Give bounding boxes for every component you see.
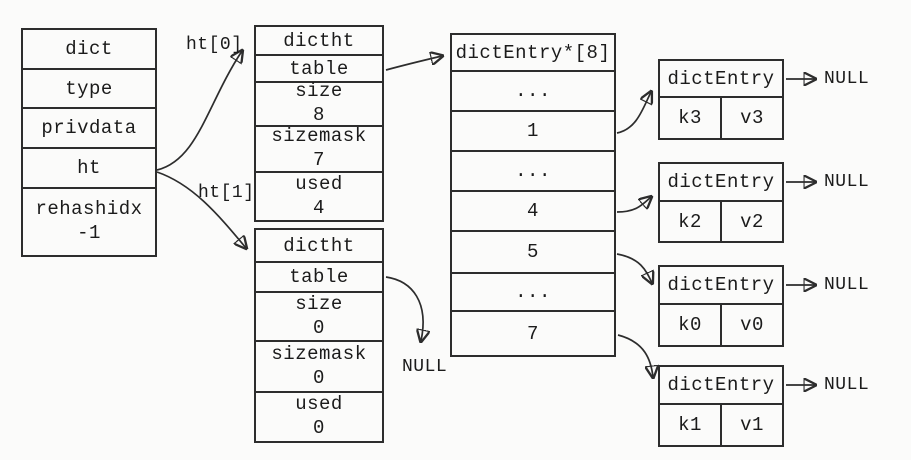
size-label: size: [295, 292, 343, 315]
dictht0-box: dictht table size 8 sizemask 7 used 4: [254, 25, 384, 222]
dictht1-size-field: size 0: [256, 293, 382, 342]
null-label-entry3: NULL: [824, 375, 870, 395]
dictht1-table-field: table: [256, 263, 382, 293]
dict-field-ht: ht: [23, 149, 155, 189]
dictht0-sizemask-field: sizemask 7: [256, 125, 382, 173]
key-cell: k3: [660, 98, 722, 138]
dictentry-title: dictEntry: [660, 164, 782, 202]
ht1-pointer-label: ht[1]: [198, 183, 255, 203]
bucket-slot-5: 5: [452, 232, 614, 274]
dict-struct-box: dict type privdata ht rehashidx -1: [21, 28, 157, 257]
dictentry-box-k1: dictEntry k1 v1: [658, 365, 784, 447]
bucket-slot-7: 7: [527, 322, 539, 345]
dictentry-box-k2: dictEntry k2 v2: [658, 162, 784, 243]
sizemask-value: 7: [313, 149, 325, 171]
arrow-slot4-to-entry1: [616, 197, 651, 213]
arrow-table0-to-array: [385, 56, 442, 71]
sizemask-value: 0: [313, 366, 325, 389]
dictentry-title: dictEntry: [660, 367, 782, 405]
value-cell: v2: [740, 210, 764, 233]
bucket-slot-ellipsis: ...: [452, 152, 614, 192]
used-label: used: [295, 393, 343, 416]
arrow-slot1-to-entry0: [616, 92, 651, 134]
dictht1-sizemask-field: sizemask 0: [256, 342, 382, 393]
dictht0-size-field: size 8: [256, 80, 382, 127]
arrow-table1-to-null: [385, 276, 423, 341]
bucket-slot-ellipsis: ...: [452, 72, 614, 112]
rehashidx-value: -1: [77, 222, 101, 244]
value-cell: v0: [740, 314, 764, 336]
dictentry-kv-row: k2 v2: [660, 202, 782, 241]
size-label: size: [295, 80, 343, 103]
arrow-ht0: [156, 51, 242, 171]
null-label-entry1: NULL: [824, 172, 870, 192]
null-label-table1: NULL: [402, 357, 448, 377]
null-label-entry2: NULL: [824, 275, 870, 295]
sizemask-label: sizemask: [271, 342, 367, 365]
dictht0-table-field: table: [256, 56, 382, 83]
rehashidx-label: rehashidx: [35, 198, 143, 221]
size-value: 0: [313, 316, 325, 339]
dictentry-kv-row: k0 v0: [660, 305, 782, 345]
dictentry-title: dictEntry: [660, 267, 782, 305]
dictentry-kv-row: k1 v1: [660, 405, 782, 445]
dict-field-rehashidx: rehashidx -1: [23, 189, 155, 255]
key-cell: k0: [660, 305, 722, 345]
value-cell: v1: [740, 414, 764, 436]
dict-field-type: type: [23, 70, 155, 109]
arrow-slot7-to-entry3: [617, 334, 653, 377]
key-cell: k2: [660, 202, 722, 241]
null-label-entry0: NULL: [824, 69, 870, 89]
dict-field-dict: dict: [23, 30, 155, 70]
sizemask-label: sizemask: [271, 125, 367, 148]
value-cell: v3: [740, 107, 764, 129]
dictentry-kv-row: k3 v3: [660, 98, 782, 138]
ht0-pointer-label: ht[0]: [186, 35, 243, 55]
bucket-slot-1: 1: [452, 112, 614, 152]
bucket-slot-4: 4: [452, 192, 614, 232]
dictentry-box-k0: dictEntry k0 v0: [658, 265, 784, 347]
dictentry-box-k3: dictEntry k3 v3: [658, 59, 784, 140]
bucket-slot-ellipsis: ...: [452, 274, 614, 312]
bucket-array-header: dictEntry*[8]: [452, 35, 614, 72]
used-label: used: [295, 172, 343, 195]
used-value: 0: [313, 417, 325, 439]
dictentry-title: dictEntry: [660, 61, 782, 98]
bucket-array-box: dictEntry*[8] ... 1 ... 4 5 ... 7: [450, 33, 616, 357]
arrow-slot5-to-entry2: [616, 253, 652, 283]
dictht1-box: dictht table size 0 sizemask 0 used 0: [254, 228, 384, 443]
used-value: 4: [313, 196, 325, 219]
dictht0-title: dictht: [256, 27, 382, 56]
dict-field-privdata: privdata: [23, 109, 155, 149]
dictht0-used-field: used 4: [256, 173, 382, 220]
dictht1-used-field: used 0: [256, 393, 382, 441]
size-value: 8: [313, 104, 325, 126]
dictht1-title: dictht: [256, 230, 382, 263]
key-cell: k1: [660, 405, 722, 445]
